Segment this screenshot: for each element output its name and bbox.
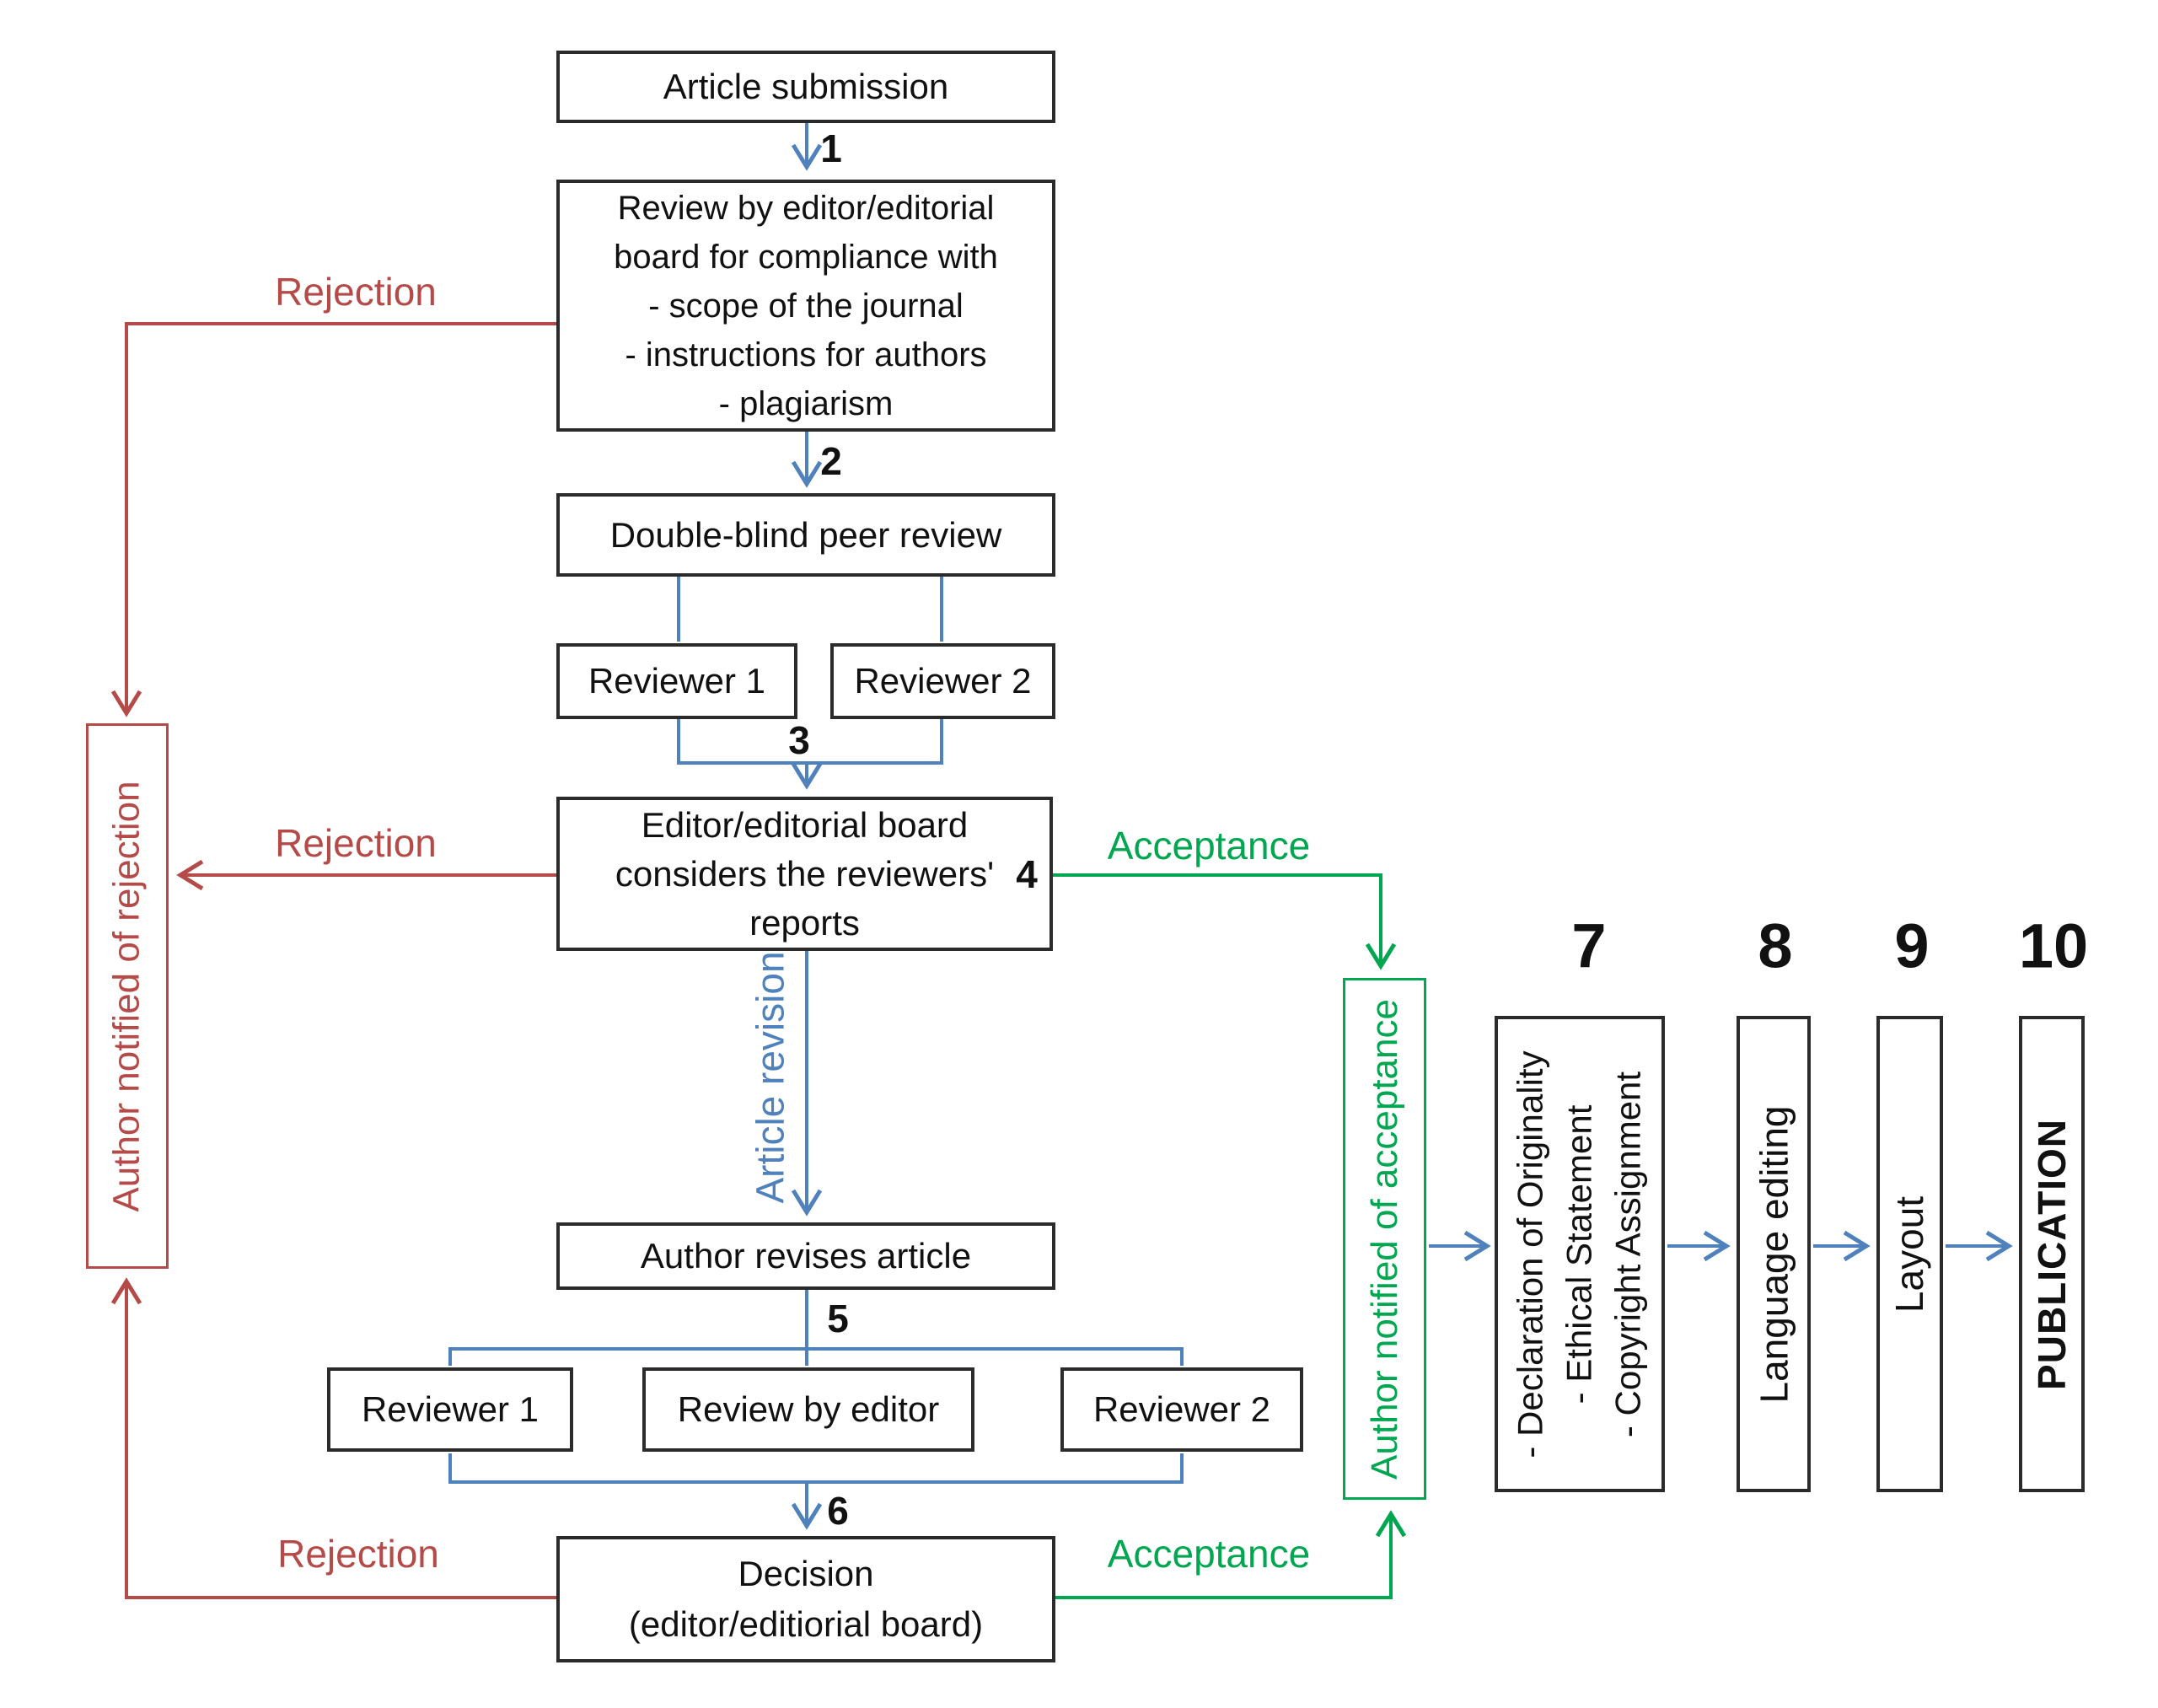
node-article-submission: Article submission bbox=[556, 51, 1055, 123]
node-reviewer2-first-label: Reviewer 2 bbox=[854, 661, 1032, 701]
node-review-by-editor-label: Review by editor bbox=[677, 1389, 940, 1430]
step-7: 7 bbox=[1571, 910, 1607, 981]
compliance-line-5: - plagiarism bbox=[718, 384, 894, 422]
decision-line-1: Decision bbox=[738, 1554, 874, 1593]
label-acceptance-bottom: Acceptance bbox=[1107, 1532, 1311, 1576]
formalities-line-3: - Copyright Assignment bbox=[1608, 1071, 1648, 1437]
compliance-line-1: Review by editor/editorial bbox=[617, 189, 995, 227]
node-author-notified-acceptance-label: Author notified of acceptance bbox=[1363, 998, 1405, 1480]
editor-considers-line-1: Editor/editorial board bbox=[641, 804, 969, 845]
node-publication: PUBLICATION bbox=[2019, 1016, 2085, 1492]
node-publication-label: PUBLICATION bbox=[2030, 1118, 2074, 1390]
label-rejection-top: Rejection bbox=[275, 270, 437, 314]
label-rejection-bottom: Rejection bbox=[277, 1532, 439, 1576]
node-reviewer2-second-label: Reviewer 2 bbox=[1092, 1389, 1271, 1430]
node-double-blind: Double-blind peer review bbox=[556, 493, 1055, 577]
label-acceptance-top: Acceptance bbox=[1107, 824, 1311, 867]
compliance-line-4: - instructions for authors bbox=[625, 336, 987, 373]
node-decision: Decision (editor/editiorial board) bbox=[556, 1536, 1055, 1662]
node-author-notified-acceptance: Author notified of acceptance bbox=[1343, 978, 1426, 1500]
node-reviewer1-first: Reviewer 1 bbox=[556, 643, 797, 719]
step-5: 5 bbox=[827, 1297, 849, 1340]
node-reviewer2-second: Reviewer 2 bbox=[1060, 1367, 1303, 1452]
compliance-line-2: board for compliance with bbox=[614, 238, 998, 276]
formalities-line-2: - Ethical Statement bbox=[1559, 1104, 1599, 1404]
node-author-revises-label: Author revises article bbox=[640, 1236, 972, 1276]
node-language-editing: Language editing bbox=[1737, 1016, 1811, 1492]
node-author-notified-rejection: Author notified of rejection bbox=[86, 723, 169, 1269]
node-double-blind-label: Double-blind peer review bbox=[609, 514, 1002, 555]
node-reviewer1-first-label: Reviewer 1 bbox=[588, 661, 766, 701]
step-2: 2 bbox=[820, 439, 842, 483]
step-4: 4 bbox=[1016, 852, 1038, 896]
editor-considers-line-2: considers the reviewers' bbox=[615, 853, 995, 894]
node-compliance-review: Review by editor/editorial board for com… bbox=[556, 180, 1055, 432]
node-layout-label: Layout bbox=[1887, 1195, 1932, 1313]
node-author-revises: Author revises article bbox=[556, 1222, 1055, 1290]
label-article-revision: Article revision bbox=[732, 942, 809, 1213]
step-8: 8 bbox=[1758, 910, 1793, 981]
label-article-revision-text: Article revision bbox=[749, 951, 792, 1204]
step-1: 1 bbox=[820, 126, 842, 170]
node-author-notified-rejection-label: Author notified of rejection bbox=[106, 780, 148, 1212]
compliance-line-3: - scope of the journal bbox=[648, 287, 964, 325]
node-editor-considers: Editor/editorial board considers the rev… bbox=[556, 797, 1053, 951]
node-reviewer1-second: Reviewer 1 bbox=[327, 1367, 573, 1452]
node-article-submission-label: Article submission bbox=[663, 67, 949, 107]
decision-line-2: (editor/editiorial board) bbox=[628, 1604, 984, 1644]
node-review-by-editor: Review by editor bbox=[642, 1367, 974, 1452]
node-formalities: - Declaration of Originality - Ethical S… bbox=[1495, 1016, 1665, 1492]
label-rejection-mid: Rejection bbox=[275, 821, 437, 865]
node-layout: Layout bbox=[1876, 1016, 1943, 1492]
step-6: 6 bbox=[827, 1489, 849, 1533]
editor-considers-line-3: reports bbox=[749, 902, 860, 943]
formalities-line-1: - Declaration of Originality bbox=[1511, 1050, 1550, 1458]
node-reviewer1-second-label: Reviewer 1 bbox=[361, 1389, 540, 1430]
node-reviewer2-first: Reviewer 2 bbox=[830, 643, 1055, 719]
step-9: 9 bbox=[1894, 910, 1930, 981]
step-3: 3 bbox=[788, 718, 810, 762]
node-language-editing-label: Language editing bbox=[1752, 1105, 1796, 1403]
node-formalities-lines: - Declaration of Originality - Ethical S… bbox=[1506, 1050, 1653, 1458]
step-10: 10 bbox=[2018, 910, 2089, 981]
